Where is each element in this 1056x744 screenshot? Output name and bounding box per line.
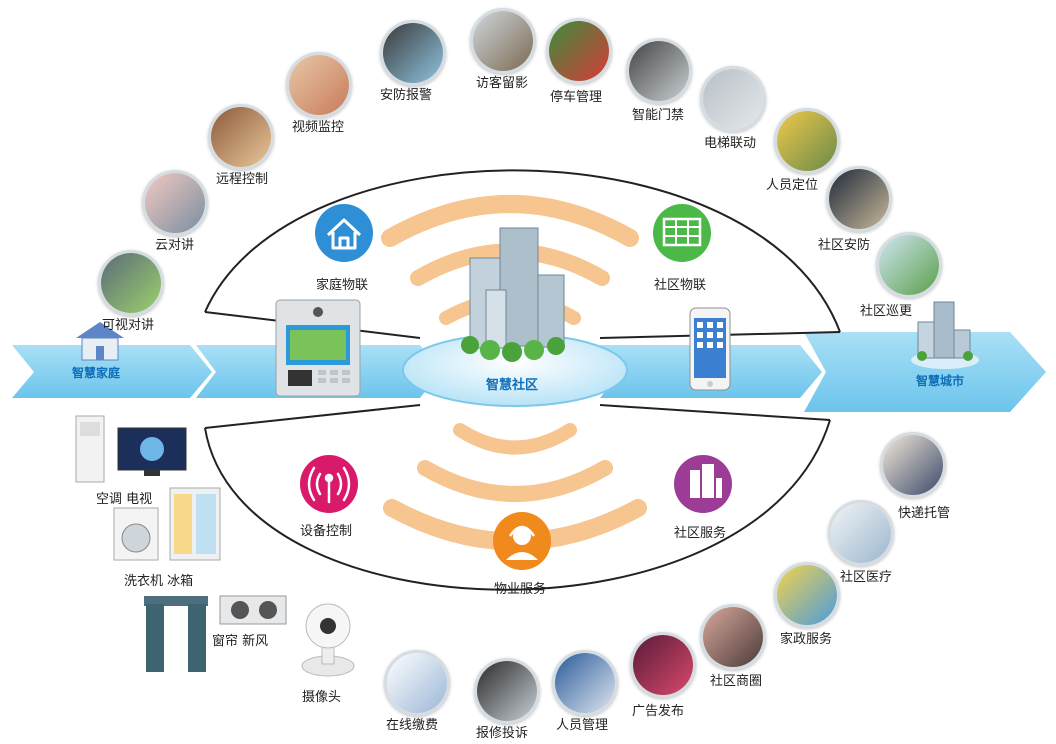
service-label-elevator: 电梯联动 [704, 136, 757, 151]
video-intercom-icon [98, 250, 164, 316]
home-iot-hub[interactable] [315, 204, 373, 262]
home-icon [326, 218, 362, 250]
smartphone-icon [689, 307, 731, 391]
hub-label-property-service: 物业服务 [494, 582, 547, 597]
arrow-city [804, 332, 1046, 412]
city-icon [911, 301, 979, 369]
door-station-icon [275, 299, 361, 397]
remote-control-icon [208, 104, 274, 170]
service-label-housekeeping: 家政服务 [780, 632, 833, 647]
devices-group [75, 415, 287, 672]
device-label-washer-fridge: 洗衣机 冰箱 [124, 574, 194, 589]
arrow-label-community: 智慧社区 [486, 378, 539, 393]
building-icon [461, 227, 565, 362]
camera-icon [301, 603, 355, 677]
arrow-label-home: 智慧家庭 [72, 366, 121, 380]
washing-machine-icon [113, 507, 159, 561]
service-label-medical: 社区医疗 [840, 570, 893, 585]
staff-management-icon [552, 650, 618, 716]
bottom-bowl-base-right [599, 404, 831, 421]
service-label-repair-complaint: 报修投诉 [476, 726, 529, 741]
service-label-staff-management: 人员管理 [556, 718, 609, 733]
headset-agent-icon [506, 525, 538, 560]
courier-icon [880, 432, 946, 498]
community-security-icon [826, 166, 892, 232]
service-label-shopping: 社区商圈 [710, 674, 763, 689]
house-icon [76, 322, 124, 361]
service-label-online-payment: 在线缴费 [386, 718, 439, 733]
hub-label-home-iot: 家庭物联 [316, 278, 369, 293]
service-label-access-control: 智能门禁 [632, 108, 685, 123]
service-label-remote-control: 远程控制 [216, 172, 269, 187]
bottom-bowl [204, 419, 831, 591]
service-label-courier: 快递托管 [898, 506, 951, 521]
flow-arrows [12, 332, 1046, 412]
hub-label-device-control: 设备控制 [300, 524, 353, 539]
service-label-cloud-intercom: 云对讲 [155, 238, 195, 253]
bottom-bowl-base-left [204, 404, 421, 429]
access-control-icon [626, 38, 692, 104]
signal-tower-icon [307, 466, 351, 504]
air-conditioner-icon [75, 415, 105, 483]
advertising-icon [630, 632, 696, 698]
community-iot-hub[interactable] [653, 204, 711, 262]
top-dome [204, 169, 841, 333]
housekeeping-icon [774, 562, 840, 628]
service-label-advertising: 广告发布 [632, 704, 685, 719]
device-label-curtain-air: 窗帘 新风 [212, 634, 269, 649]
service-label-video-intercom: 可视对讲 [102, 318, 155, 333]
hub-label-community-service: 社区服务 [674, 526, 727, 541]
visitor-photo-icon [470, 8, 536, 74]
property-service-hub[interactable] [493, 512, 551, 570]
arrow-label-city: 智慧城市 [916, 374, 965, 388]
elevator-icon [700, 66, 766, 132]
arrow-home [12, 345, 212, 398]
service-label-visitor-photo: 访客留影 [476, 76, 529, 91]
repair-complaint-icon [474, 658, 540, 724]
service-label-patrol: 社区巡更 [860, 304, 913, 319]
service-label-community-security: 社区安防 [818, 238, 871, 253]
security-alarm-icon [380, 20, 446, 86]
television-icon [117, 427, 187, 476]
service-label-person-locate: 人员定位 [766, 178, 819, 193]
video-surveillance-icon [286, 52, 352, 118]
medical-icon [828, 500, 894, 566]
cloud-intercom-icon [142, 170, 208, 236]
refrigerator-icon [169, 487, 221, 561]
online-payment-icon [384, 650, 450, 716]
service-label-video-surveillance: 视频监控 [292, 120, 345, 135]
shopping-icon [700, 604, 766, 670]
device-label-ac-tv: 空调 电视 [96, 492, 153, 507]
service-label-security-alarm: 安防报警 [380, 88, 433, 103]
device-control-hub[interactable] [300, 455, 358, 513]
buildings-icon [690, 464, 722, 498]
parking-icon [546, 18, 612, 84]
person-locate-icon [774, 108, 840, 174]
hub-label-community-iot: 社区物联 [654, 278, 707, 293]
grid-board-icon [662, 217, 702, 247]
curtain-icon [144, 596, 208, 672]
service-label-parking: 停车管理 [550, 90, 603, 105]
fresh-air-unit-icon [219, 595, 287, 625]
community-service-hub[interactable] [674, 455, 732, 513]
device-label-camera: 摄像头 [302, 690, 342, 705]
patrol-icon [876, 232, 942, 298]
